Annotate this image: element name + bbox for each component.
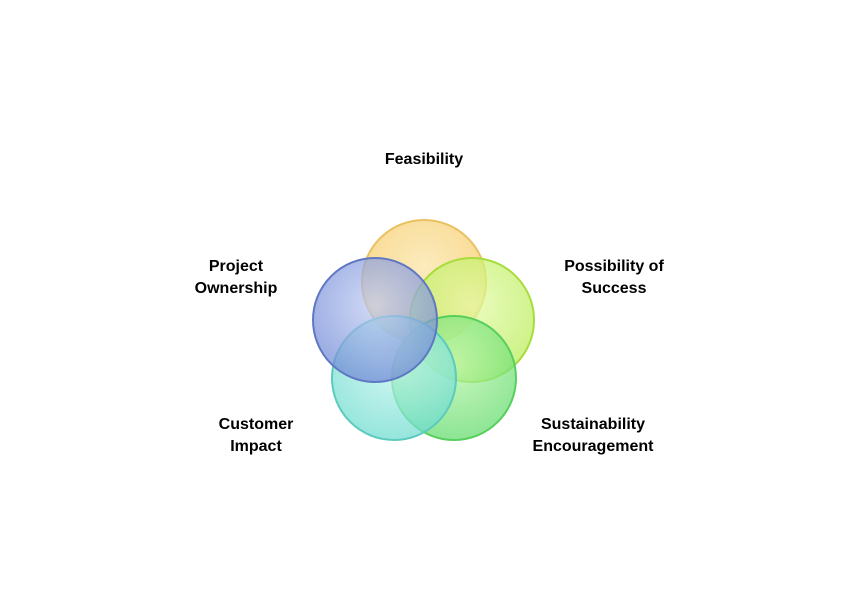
label-feasibility-line-1: Feasibility bbox=[384, 151, 464, 168]
label-customer-line-2: Impact bbox=[230, 438, 282, 455]
label-customer-line-1: Customer bbox=[218, 416, 294, 433]
label-ownership-line-1: Project bbox=[208, 258, 264, 275]
label-feasibility: Feasibility bbox=[364, 149, 484, 171]
label-sustainability-line-1: Sustainability bbox=[540, 416, 646, 433]
label-sustainability-encouragement: Sustainability Encouragement bbox=[522, 414, 664, 458]
label-possibility-line-1: Possibility of bbox=[564, 258, 664, 275]
label-sustainability-line-2: Encouragement bbox=[532, 438, 654, 455]
label-possibility-line-2: Success bbox=[581, 280, 647, 297]
label-customer-impact: Customer Impact bbox=[196, 414, 316, 458]
label-possibility-of-success: Possibility of Success bbox=[544, 256, 684, 300]
label-ownership-line-2: Ownership bbox=[194, 280, 278, 297]
label-project-ownership: Project Ownership bbox=[176, 256, 296, 300]
circle-ownership bbox=[312, 257, 438, 383]
